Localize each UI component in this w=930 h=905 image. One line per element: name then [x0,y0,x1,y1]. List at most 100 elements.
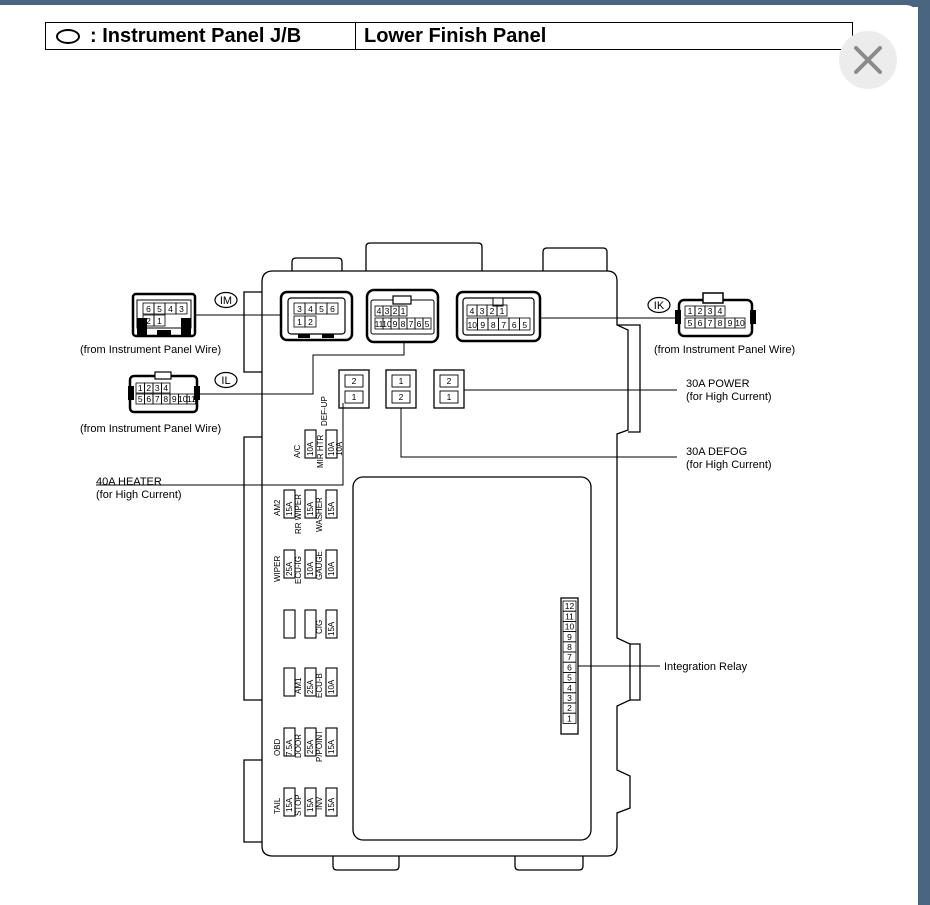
svg-text:10A: 10A [327,561,336,576]
svg-text:2: 2 [146,316,151,326]
svg-text:25A: 25A [306,739,315,754]
defog-relay-note: (for High Current) [686,459,772,471]
integration-relay-pin: 6 [562,661,577,673]
socket-ik-pin: 9 [477,317,489,331]
plug-il-pin: 4 [161,382,171,394]
header-table: : Instrument Panel J/B Lower Finish Pane… [45,22,853,50]
svg-text:6: 6 [698,318,703,328]
close-button[interactable] [839,31,897,89]
socket-ik-pin: 8 [487,317,499,331]
svg-text:2: 2 [352,376,357,386]
svg-text:15A: 15A [327,797,336,812]
window-right-bar [918,0,930,905]
svg-text:6: 6 [512,320,517,330]
svg-text:RR WIPER: RR WIPER [294,494,303,534]
plug-ik-pin: 10 [734,317,746,329]
junction-block-symbol-icon [56,28,80,44]
fuse-gauge: GAUGE 10A [315,549,338,580]
fuse-cig: CIG 15A [315,609,338,639]
il-note: (from Instrument Panel Wire) [80,423,221,435]
svg-text:10: 10 [565,622,575,632]
integration-relay-pin: 4 [562,682,577,694]
svg-text:3: 3 [708,306,713,316]
fuse-stop: STOP 15A [294,787,317,817]
fuse-ac: A/C 10A [293,429,317,459]
bottom-tab-left [332,856,400,871]
svg-text:3: 3 [155,383,160,393]
svg-text:2: 2 [399,392,404,402]
svg-text:8: 8 [718,318,723,328]
integration-relay-housing [352,476,592,841]
integration-relay-pin: 9 [562,631,577,643]
svg-text:25A: 25A [306,679,315,694]
bottom-tab-right [514,856,584,871]
svg-text:8: 8 [567,642,572,652]
svg-text:INV: INV [315,796,324,810]
svg-text:10: 10 [178,394,188,404]
plug-im-pin: 3 [175,302,188,315]
power-relay-label: 30A POWER [686,378,750,390]
svg-text:15A: 15A [285,501,294,516]
socket-im-pin: 1 [293,315,306,328]
fuse-spare-3 [283,667,296,697]
svg-text:25A: 25A [285,561,294,576]
integration-relay-pin: 2 [562,702,577,714]
leader-lines [96,314,679,667]
plug-il-pin: 3 [152,382,162,394]
svg-text:4: 4 [718,306,723,316]
plug-ik-pin: 4 [714,305,726,317]
svg-text:3: 3 [567,693,572,703]
window-top-bar [0,0,930,7]
svg-text:1: 1 [157,316,162,326]
socket-ik-pin: 6 [508,317,520,331]
fuse-pwr-point: P/POINT 15A [315,727,338,762]
plug-im-pin: 4 [164,302,177,315]
svg-text:6: 6 [567,662,572,672]
integration-relay-pin: 12 [562,600,577,612]
top-tab-center [365,242,483,271]
header-location-cell: Lower Finish Panel [356,23,546,49]
svg-text:3: 3 [480,306,485,316]
socket-im-pin: 4 [304,302,317,315]
svg-text:9: 9 [567,632,572,642]
svg-text:5: 5 [319,304,324,314]
svg-text:10: 10 [382,319,392,329]
svg-text:6: 6 [146,304,151,314]
svg-text:GAUGE: GAUGE [315,551,324,580]
svg-text:11: 11 [187,394,196,404]
svg-text:4: 4 [567,683,572,693]
socket-ik-pin: 10 [466,317,478,331]
plug-il-pin: 7 [152,393,162,405]
svg-text:10: 10 [468,320,478,330]
svg-text:OBD: OBD [273,738,282,756]
plug-il-pin: 2 [144,382,154,394]
svg-text:2: 2 [698,306,703,316]
svg-text:7.5A: 7.5A [285,739,294,756]
integration-relay-pin: 10 [562,621,577,633]
fuse-washer: WASHER 15A [315,489,338,532]
socket-il-pin: 5 [422,317,432,330]
svg-text:4: 4 [168,304,173,314]
svg-text:7: 7 [155,394,160,404]
svg-text:8: 8 [163,394,168,404]
integration-relay-pin: 5 [562,672,577,684]
svg-text:A/C: A/C [293,444,302,458]
relay-defog: 1 2 [385,369,417,409]
svg-text:5: 5 [138,394,143,404]
fuse-mir-heater: MIR HTR 10A [316,429,338,468]
socket-im-pin: 2 [304,315,317,328]
fuse-def-up: DEF-UP 10A [320,396,344,456]
svg-text:5: 5 [157,304,162,314]
svg-text:9: 9 [480,320,485,330]
svg-text:15A: 15A [285,797,294,812]
relay-power: 2 1 [433,369,465,409]
svg-text:4: 4 [470,306,475,316]
svg-text:IL: IL [221,375,230,387]
svg-text:MIR HTR: MIR HTR [316,434,325,468]
svg-text:7: 7 [708,318,713,328]
integration-relay-pin: 7 [562,651,577,663]
